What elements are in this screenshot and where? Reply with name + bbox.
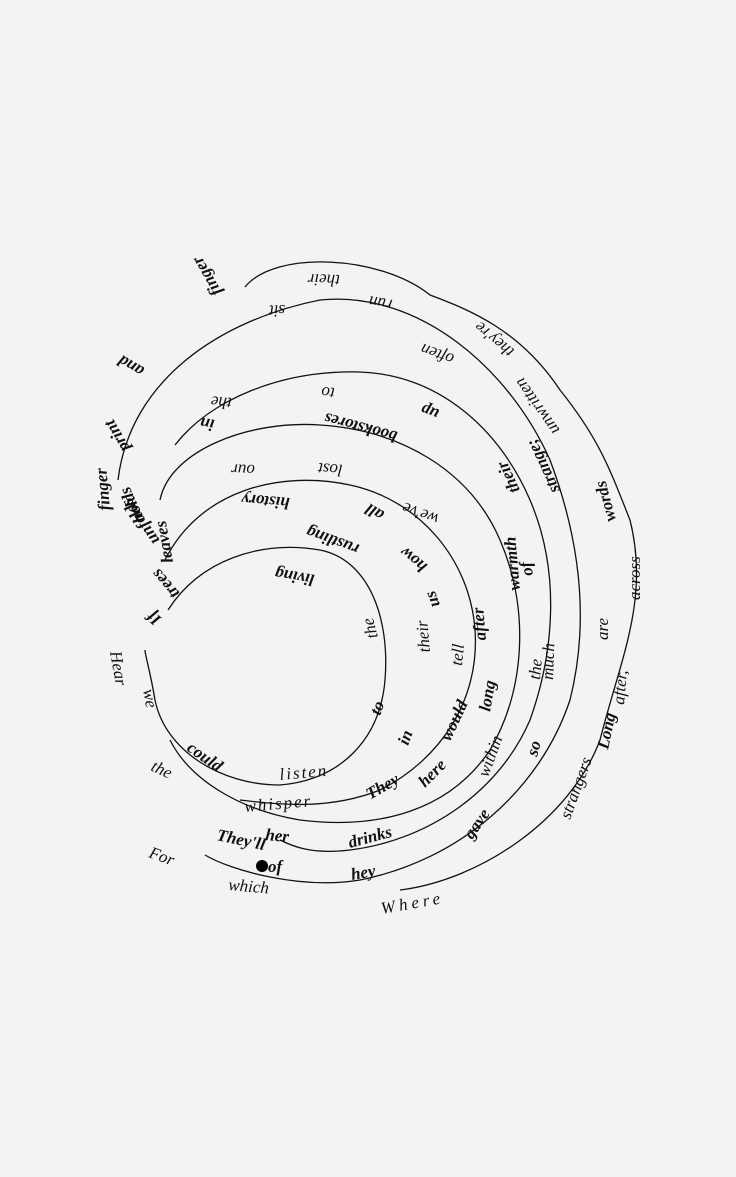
word: we [139,687,161,709]
word: all [362,499,387,525]
word: and [114,351,147,381]
word: drinks [346,822,394,852]
word: lost [316,459,343,480]
word: we've [399,498,441,529]
word: how [395,543,430,577]
word: within [474,733,506,779]
word: finger [91,467,114,511]
word: They [363,769,403,803]
word: could [184,738,227,776]
word: of [268,857,285,876]
word: sit [268,301,286,321]
spiral-line-6 [144,546,387,786]
word: history [240,490,290,513]
spiral-line-5 [164,479,477,806]
word: Long [593,710,620,751]
word: which [228,875,270,897]
word: tell [447,643,468,667]
word: of [515,558,537,578]
word: up [418,400,441,424]
spiral-line-4 [159,423,521,824]
word: They'll [215,825,267,854]
word: in [394,728,417,748]
word: the [148,756,175,782]
word: her [265,825,291,846]
word: the [210,392,233,413]
word: to [366,698,388,717]
word: after [468,606,490,641]
word: their [412,619,434,653]
spiral-line-outer [244,261,638,891]
word: much [538,643,558,680]
word: finger [188,253,226,300]
dot-mark [256,860,268,872]
word: living [273,564,316,590]
word: For [146,843,178,870]
word: across [625,556,644,600]
word: are [593,618,612,640]
word: their [307,270,340,290]
word: warmth [500,536,524,591]
word: If [141,606,165,631]
word: would [436,697,471,744]
word: whisper [244,791,313,816]
word: strange; [522,436,564,497]
word: strangers [556,754,596,821]
word: often [418,340,456,369]
word: Where [379,888,445,918]
word: our [230,460,255,480]
spiral-line-3 [174,371,552,852]
word: bookstores [322,409,399,447]
word: Hear [106,648,131,687]
word: in [198,414,215,435]
word: so [522,739,545,759]
word: the [525,658,546,681]
word: the [358,615,382,640]
word: long [475,678,499,712]
word: listen [279,761,329,784]
word: run [367,292,394,315]
word: after, [609,669,631,705]
word: to [321,383,336,403]
word: hey [349,861,377,884]
word: here [414,755,450,791]
spiral-line-2 [117,298,582,884]
word: they're [470,317,517,361]
word: us [420,588,443,610]
